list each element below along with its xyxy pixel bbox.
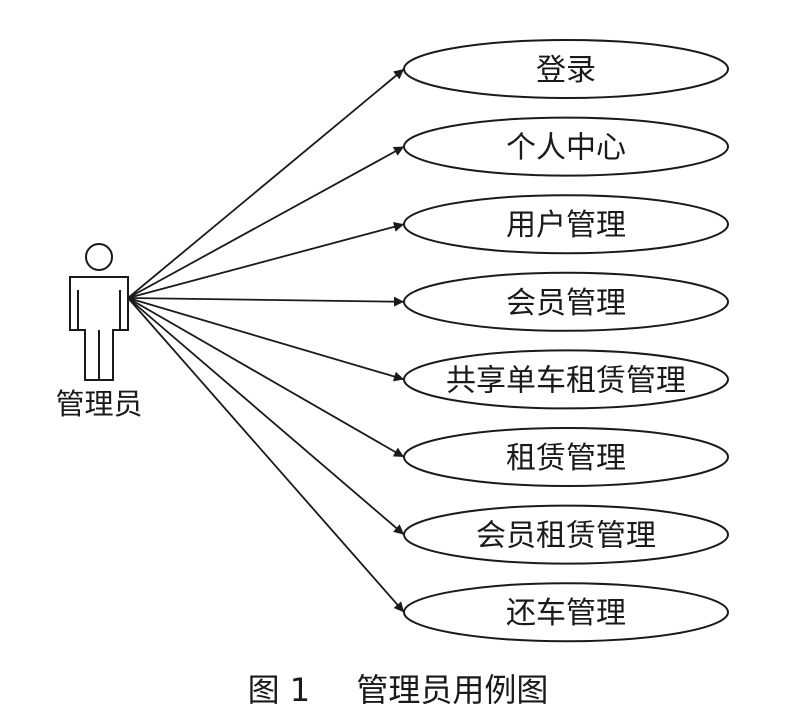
- use-case-ellipse: [403, 39, 729, 99]
- association-arrow: [127, 145, 405, 299]
- actor-head: [85, 243, 113, 271]
- use-case: 个人中心: [403, 116, 729, 177]
- figure-caption: 图 1 管理员用例图: [248, 671, 549, 709]
- use-case-ellipse: [403, 116, 729, 177]
- association-arrow: [127, 297, 405, 382]
- use-case-ellipse: [403, 427, 729, 487]
- use-case: 会员租赁管理: [403, 504, 729, 565]
- use-case-ellipse: [403, 194, 729, 255]
- association-arrow: [127, 297, 405, 613]
- figure-number: 图 1: [248, 671, 311, 709]
- use-case-ellipse: [403, 271, 729, 332]
- association-arrow: [127, 221, 405, 299]
- use-case: 租赁管理: [403, 427, 729, 487]
- use-case-ellipse: [403, 582, 729, 643]
- use-case-label: 个人中心: [506, 131, 626, 166]
- use-case-ellipse: [403, 349, 729, 410]
- use-case-label: 会员租赁管理: [476, 519, 656, 554]
- use-case-label: 用户管理: [506, 208, 626, 243]
- use-case: 登录: [403, 39, 729, 99]
- actor-label: 管理员: [55, 387, 142, 421]
- use-case-label: 还车管理: [506, 596, 626, 631]
- use-case-ellipse: [403, 504, 729, 565]
- association-arrow: [127, 68, 405, 299]
- use-case-label: 共享单车租赁管理: [446, 363, 686, 398]
- use-case-label: 会员管理: [506, 286, 626, 321]
- associations: [127, 68, 405, 613]
- association-arrow: [127, 296, 405, 307]
- actor-figure: [69, 243, 129, 381]
- association-arrow: [127, 297, 405, 536]
- use-case: 共享单车租赁管理: [403, 349, 729, 410]
- actor-body: [69, 276, 129, 381]
- association-arrow: [127, 297, 405, 458]
- use-case: 还车管理: [403, 582, 729, 643]
- use-case-label: 登录: [536, 53, 596, 88]
- use-case-label: 租赁管理: [506, 441, 626, 476]
- figure-title: 管理员用例图: [356, 671, 548, 709]
- use-case: 用户管理: [403, 194, 729, 255]
- use-case: 会员管理: [403, 271, 729, 332]
